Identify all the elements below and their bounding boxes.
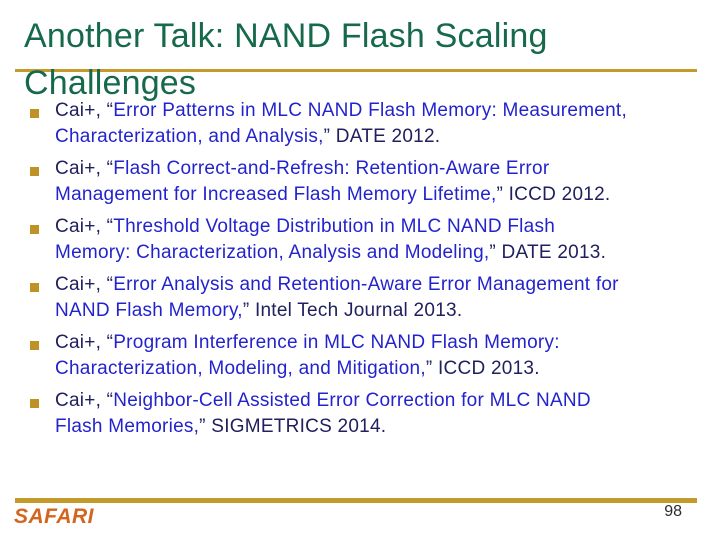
list-item: Cai+, “Error Analysis and Retention-Awar… (30, 272, 702, 324)
square-bullet-icon (30, 283, 39, 292)
citation-entry: Cai+, “Neighbor-Cell Assisted Error Corr… (55, 388, 591, 440)
footer-rule (15, 498, 697, 503)
page-number: 98 (664, 503, 682, 520)
citation-title-text: Characterization, and Analysis, (55, 126, 324, 147)
citation-title-text: Neighbor-Cell Assisted Error Correction … (113, 390, 591, 411)
citation-plain-text: ” ICCD 2012. (496, 184, 611, 205)
citation-plain-text: Cai+, “ (55, 274, 114, 295)
square-bullet-icon (30, 167, 39, 176)
citation-title-text: Error Analysis and Retention-Aware Error… (113, 274, 619, 295)
citation-plain-text: ” ICCD 2013. (425, 358, 540, 379)
citation-title-text: Program Interference in MLC NAND Flash M… (113, 332, 560, 353)
citation-plain-text: ” SIGMETRICS 2014. (199, 416, 387, 437)
citation-title-text: Threshold Voltage Distribution in MLC NA… (113, 216, 556, 237)
citation-entry: Cai+, “Error Patterns in MLC NAND Flash … (55, 98, 627, 150)
citation-line: Management for Increased Flash Memory Li… (55, 182, 610, 208)
citation-line: Flash Memories,” SIGMETRICS 2014. (55, 414, 591, 440)
list-item: Cai+, “Threshold Voltage Distribution in… (30, 214, 702, 266)
safari-logo: SAFARI (14, 505, 95, 528)
citation-plain-text: ” DATE 2013. (489, 242, 607, 263)
citation-line: Cai+, “Threshold Voltage Distribution in… (55, 214, 606, 240)
citation-plain-text: Cai+, “ (55, 100, 114, 121)
citation-line: Cai+, “Program Interference in MLC NAND … (55, 330, 560, 356)
list-item: Cai+, “Neighbor-Cell Assisted Error Corr… (30, 388, 702, 440)
citation-line: Characterization, Modeling, and Mitigati… (55, 356, 560, 382)
citation-entry: Cai+, “Threshold Voltage Distribution in… (55, 214, 606, 266)
square-bullet-icon (30, 399, 39, 408)
square-bullet-icon (30, 341, 39, 350)
citation-plain-text: Cai+, “ (55, 216, 114, 237)
citation-title-text: Characterization, Modeling, and Mitigati… (55, 358, 426, 379)
bullet-list: Cai+, “Error Patterns in MLC NAND Flash … (30, 98, 702, 446)
slide-title-line-2: Challenges (24, 64, 197, 102)
citation-line: Memory: Characterization, Analysis and M… (55, 240, 606, 266)
citation-line: Cai+, “Error Analysis and Retention-Awar… (55, 272, 619, 298)
list-item: Cai+, “Flash Correct-and-Refresh: Retent… (30, 156, 702, 208)
citation-title-text: Flash Memories, (55, 416, 200, 437)
citation-line: Cai+, “Flash Correct-and-Refresh: Retent… (55, 156, 610, 182)
list-item: Cai+, “Program Interference in MLC NAND … (30, 330, 702, 382)
slide-title: Another Talk: NAND Flash Scaling Challen… (24, 13, 704, 107)
list-item: Cai+, “Error Patterns in MLC NAND Flash … (30, 98, 702, 150)
citation-plain-text: Cai+, “ (55, 390, 114, 411)
square-bullet-icon (30, 109, 39, 118)
citation-plain-text: Cai+, “ (55, 158, 114, 179)
citation-entry: Cai+, “Error Analysis and Retention-Awar… (55, 272, 619, 324)
citation-title-text: Error Patterns in MLC NAND Flash Memory:… (113, 100, 627, 121)
square-bullet-icon (30, 225, 39, 234)
citation-title-text: Memory: Characterization, Analysis and M… (55, 242, 490, 263)
citation-entry: Cai+, “Program Interference in MLC NAND … (55, 330, 560, 382)
citation-plain-text: ” DATE 2012. (323, 126, 441, 147)
citation-title-text: NAND Flash Memory, (55, 300, 243, 321)
citation-line: Cai+, “Error Patterns in MLC NAND Flash … (55, 98, 627, 124)
slide-title-line-1: Another Talk: NAND Flash Scaling (24, 17, 548, 55)
citation-line: Cai+, “Neighbor-Cell Assisted Error Corr… (55, 388, 591, 414)
citation-title-text: Flash Correct-and-Refresh: Retention-Awa… (113, 158, 550, 179)
citation-line: NAND Flash Memory,” Intel Tech Journal 2… (55, 298, 619, 324)
citation-plain-text: ” Intel Tech Journal 2013. (242, 300, 463, 321)
citation-title-text: Management for Increased Flash Memory Li… (55, 184, 497, 205)
citation-plain-text: Cai+, “ (55, 332, 114, 353)
title-underline-rule (15, 69, 697, 72)
citation-entry: Cai+, “Flash Correct-and-Refresh: Retent… (55, 156, 610, 208)
citation-line: Characterization, and Analysis,” DATE 20… (55, 124, 627, 150)
